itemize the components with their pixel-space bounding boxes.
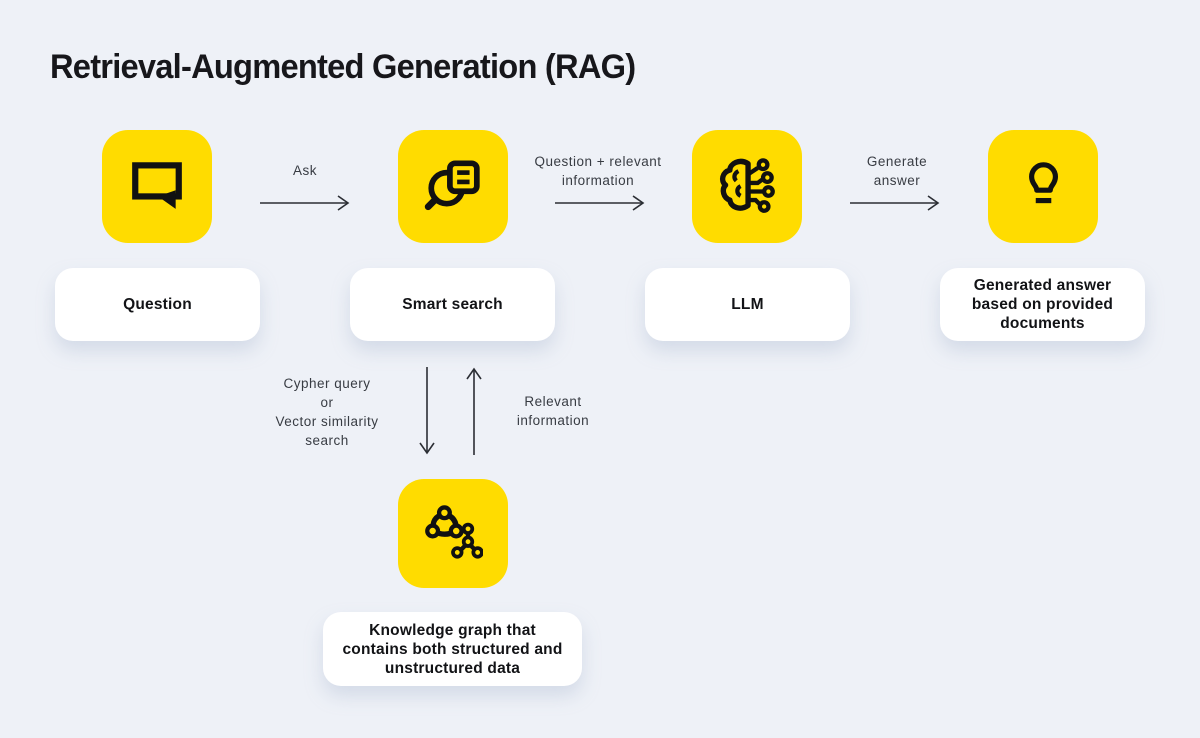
- page-title: Retrieval-Augmented Generation (RAG): [50, 48, 636, 86]
- generate-arrow-label: Generate answer: [866, 154, 928, 188]
- smart-search-card: Smart search: [350, 268, 555, 341]
- relevant-arrow-label: Relevant information: [516, 394, 590, 428]
- search-document-icon: [424, 155, 482, 218]
- chat-bubble-icon: [128, 155, 186, 218]
- knowledge-graph-label: Knowledge graph that contains both struc…: [342, 621, 563, 677]
- llm-label: LLM: [731, 296, 764, 313]
- question-info-arrow-label: Question + relevant information: [534, 154, 662, 188]
- question-label: Question: [123, 296, 192, 313]
- lightbulb-icon: [1014, 155, 1072, 218]
- cypher-arrow-label: Cypher query or Vector similarity search: [275, 376, 379, 448]
- answer-label: Generated answer based on provided docum…: [971, 277, 1114, 332]
- smart-search-icon-box: [398, 130, 508, 243]
- relevant-info-arrow: [465, 366, 483, 461]
- question-info-arrow: [554, 194, 646, 217]
- ask-arrow: [259, 194, 351, 217]
- knowledge-graph-icon: [423, 501, 484, 566]
- answer-card: Generated answer based on provided docum…: [940, 268, 1145, 341]
- question-card: Question: [55, 268, 260, 341]
- cypher-query-arrow: [418, 366, 436, 461]
- question-icon-box: [102, 130, 212, 243]
- ask-arrow-label: Ask: [292, 163, 317, 178]
- smart-search-label: Smart search: [402, 296, 503, 313]
- generate-arrow: [849, 194, 941, 217]
- brain-circuit-icon: [717, 154, 777, 219]
- knowledge-graph-icon-box: [398, 479, 508, 588]
- answer-icon-box: [988, 130, 1098, 243]
- llm-card: LLM: [645, 268, 850, 341]
- llm-icon-box: [692, 130, 802, 243]
- knowledge-graph-card: Knowledge graph that contains both struc…: [323, 612, 582, 686]
